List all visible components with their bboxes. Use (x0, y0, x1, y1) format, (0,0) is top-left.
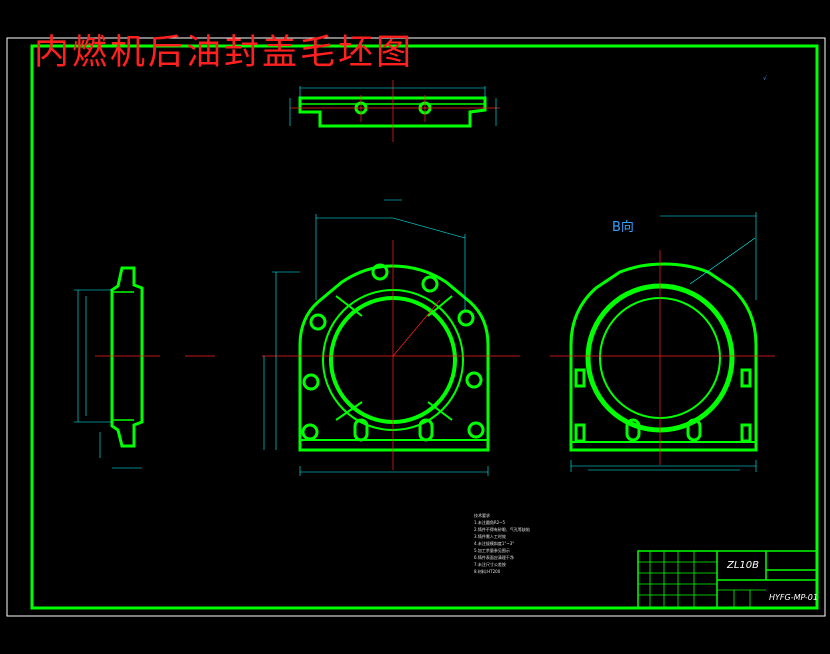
top-view-centerlines (290, 80, 500, 142)
front-view-dimensions (263, 199, 489, 476)
tech-req-line: 5.加工余量参见图示 (474, 548, 510, 553)
side-section-view (110, 266, 144, 448)
tech-req-line: 7.未注尺寸公差按 (474, 562, 506, 567)
tech-req-line: 2.铸件不得有砂眼、气孔等缺陷 (474, 527, 530, 532)
front-view (298, 263, 490, 452)
side-view-dimensions (74, 289, 142, 469)
b-view-centerlines (550, 250, 775, 465)
tech-req-line: 3.铸件需人工时效 (474, 534, 506, 539)
drawing-number: HYFG-MP-01 (769, 593, 818, 602)
b-view (569, 262, 758, 452)
title-block (637, 550, 818, 609)
tech-req-line: 技术要求 (474, 513, 490, 518)
part-code: ZL10B (727, 560, 760, 571)
top-view-dimensions (289, 86, 497, 126)
tech-req-line: 4.未注拔模斜度1°~3° (474, 541, 515, 546)
drawing-title: 内燃机后油封盖毛坯图 (34, 33, 415, 73)
tech-req-line: 8.材料:HT200 (474, 569, 501, 574)
tech-req-line: 6.铸件表面应清理干净 (474, 555, 514, 560)
b-view-dimensions (570, 212, 757, 472)
roughness-symbol: √ (763, 75, 767, 82)
inner-border (30, 44, 819, 610)
front-view-centerlines (262, 240, 520, 470)
top-view (298, 96, 487, 128)
outer-border (6, 37, 826, 617)
tech-req-line: 1.未注圆角R2~5 (474, 520, 506, 525)
technical-requirements: 技术要求 1.未注圆角R2~5 2.铸件不得有砂眼、气孔等缺陷 3.铸件需人工时… (474, 512, 530, 575)
b-view-label: B向 (612, 220, 634, 235)
